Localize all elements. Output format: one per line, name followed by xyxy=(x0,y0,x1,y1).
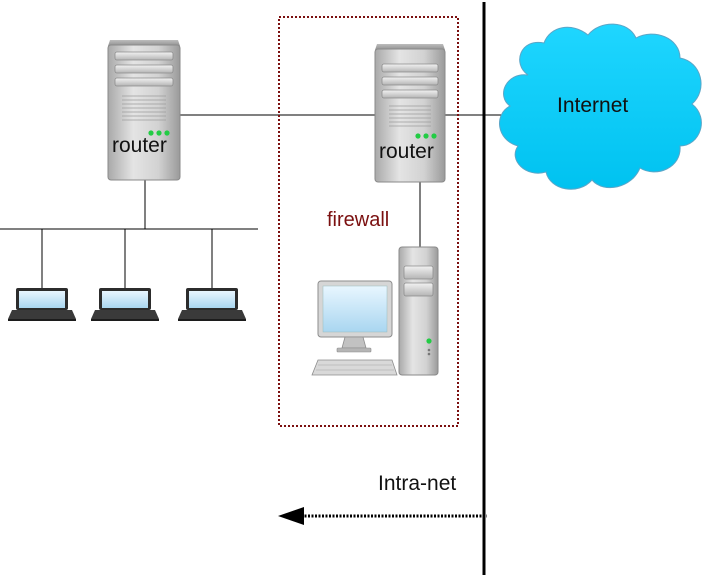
router-firewall-label: router xyxy=(379,140,434,163)
desktop-computer-icon xyxy=(311,246,439,376)
keyboard xyxy=(311,359,398,376)
arrow-left-icon xyxy=(278,507,487,525)
firewall-zone-box xyxy=(278,16,459,427)
laptop-icon xyxy=(178,288,246,321)
intranet-label: Intra-net xyxy=(378,472,457,495)
laptop-icon xyxy=(8,288,76,321)
internet-cloud-icon xyxy=(499,23,702,190)
firewall-label: firewall xyxy=(327,209,390,231)
laptop-icon xyxy=(91,288,159,321)
router-firewall-server-icon xyxy=(374,44,446,183)
router-left-server-icon xyxy=(107,40,181,181)
internet-label: Internet xyxy=(557,94,629,117)
router-left-label: router xyxy=(112,134,167,157)
